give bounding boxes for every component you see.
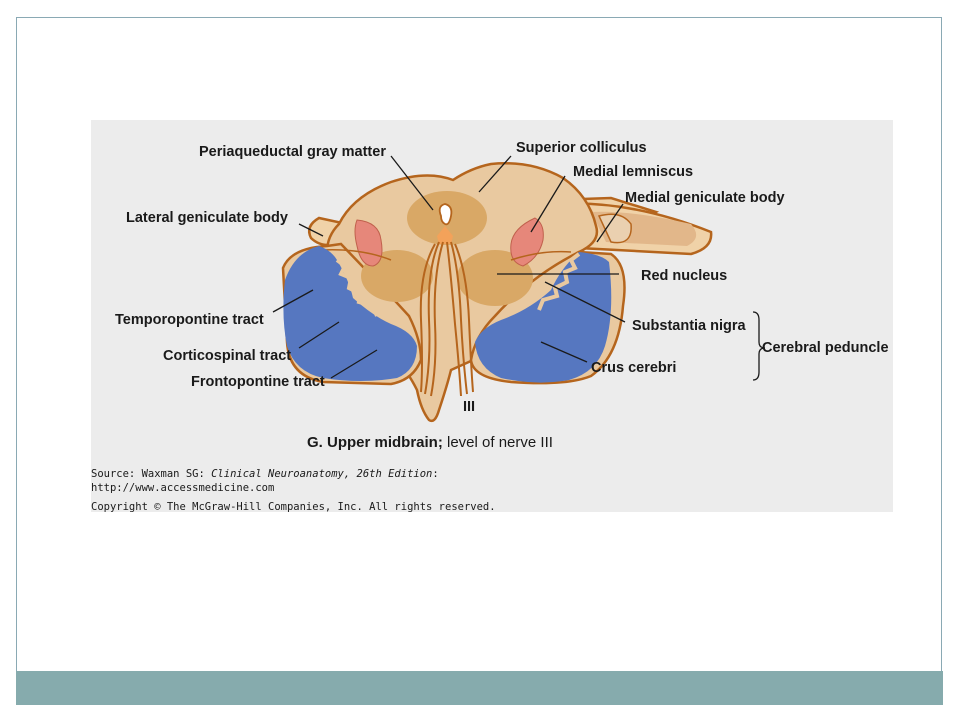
right-red-nucleus bbox=[457, 250, 533, 306]
label-cerebral-peduncle: Cerebral peduncle bbox=[762, 340, 889, 356]
label-crus-cerebri: Crus cerebri bbox=[591, 360, 676, 376]
right-substantia-nigra bbox=[537, 252, 581, 311]
source-prefix: Source: Waxman SG: bbox=[91, 468, 211, 480]
left-substantia-nigra bbox=[335, 258, 379, 317]
leader-lines bbox=[272, 155, 626, 379]
right-wing-lobe bbox=[597, 213, 632, 244]
source-line: Source: Waxman SG: Clinical Neuroanatomy… bbox=[91, 468, 439, 480]
label-medial-lemniscus: Medial lemniscus bbox=[573, 164, 693, 180]
nerve-III-fibers bbox=[419, 241, 474, 397]
figure-caption: G. Upper midbrain; level of nerve III bbox=[307, 434, 553, 451]
oculomotor-nucleus bbox=[437, 226, 453, 244]
footer-bar bbox=[16, 671, 943, 705]
midbrain-figure: Periaqueductal gray matter Superior coll… bbox=[91, 120, 893, 512]
label-substantia-nigra: Substantia nigra bbox=[632, 318, 747, 334]
label-frontopontine-tract: Frontopontine tract bbox=[191, 374, 325, 390]
cerebral-peduncle-bracket bbox=[752, 311, 766, 381]
label-temporopontine-tract: Temporopontine tract bbox=[115, 312, 264, 328]
midbrain-diagram: Periaqueductal gray matter Superior coll… bbox=[91, 140, 889, 512]
source-title: Clinical Neuroanatomy, 26th Edition bbox=[211, 468, 432, 480]
copyright-line: Copyright © The McGraw-Hill Companies, I… bbox=[91, 501, 496, 512]
label-corticospinal-tract: Corticospinal tract bbox=[163, 348, 291, 364]
label-red-nucleus: Red nucleus bbox=[641, 268, 727, 284]
label-nerve-III: III bbox=[463, 399, 475, 415]
caption-bold: G. Upper midbrain; bbox=[307, 434, 443, 451]
caption-rest: level of nerve III bbox=[443, 434, 553, 451]
left-crus-cerebri bbox=[283, 246, 417, 381]
right-crus-cerebri bbox=[475, 252, 612, 383]
label-periaqueductal-gray: Periaqueductal gray matter bbox=[199, 144, 386, 160]
label-medial-geniculate-body: Medial geniculate body bbox=[625, 190, 785, 206]
source-url: http://www.accessmedicine.com bbox=[91, 482, 274, 494]
internal-boundary bbox=[320, 248, 572, 261]
label-lateral-geniculate-body: Lateral geniculate body bbox=[126, 210, 288, 226]
left-red-nucleus bbox=[361, 250, 433, 302]
source-suffix: : bbox=[432, 468, 438, 480]
label-superior-colliculus: Superior colliculus bbox=[516, 140, 647, 156]
cerebral-aqueduct bbox=[438, 203, 453, 226]
